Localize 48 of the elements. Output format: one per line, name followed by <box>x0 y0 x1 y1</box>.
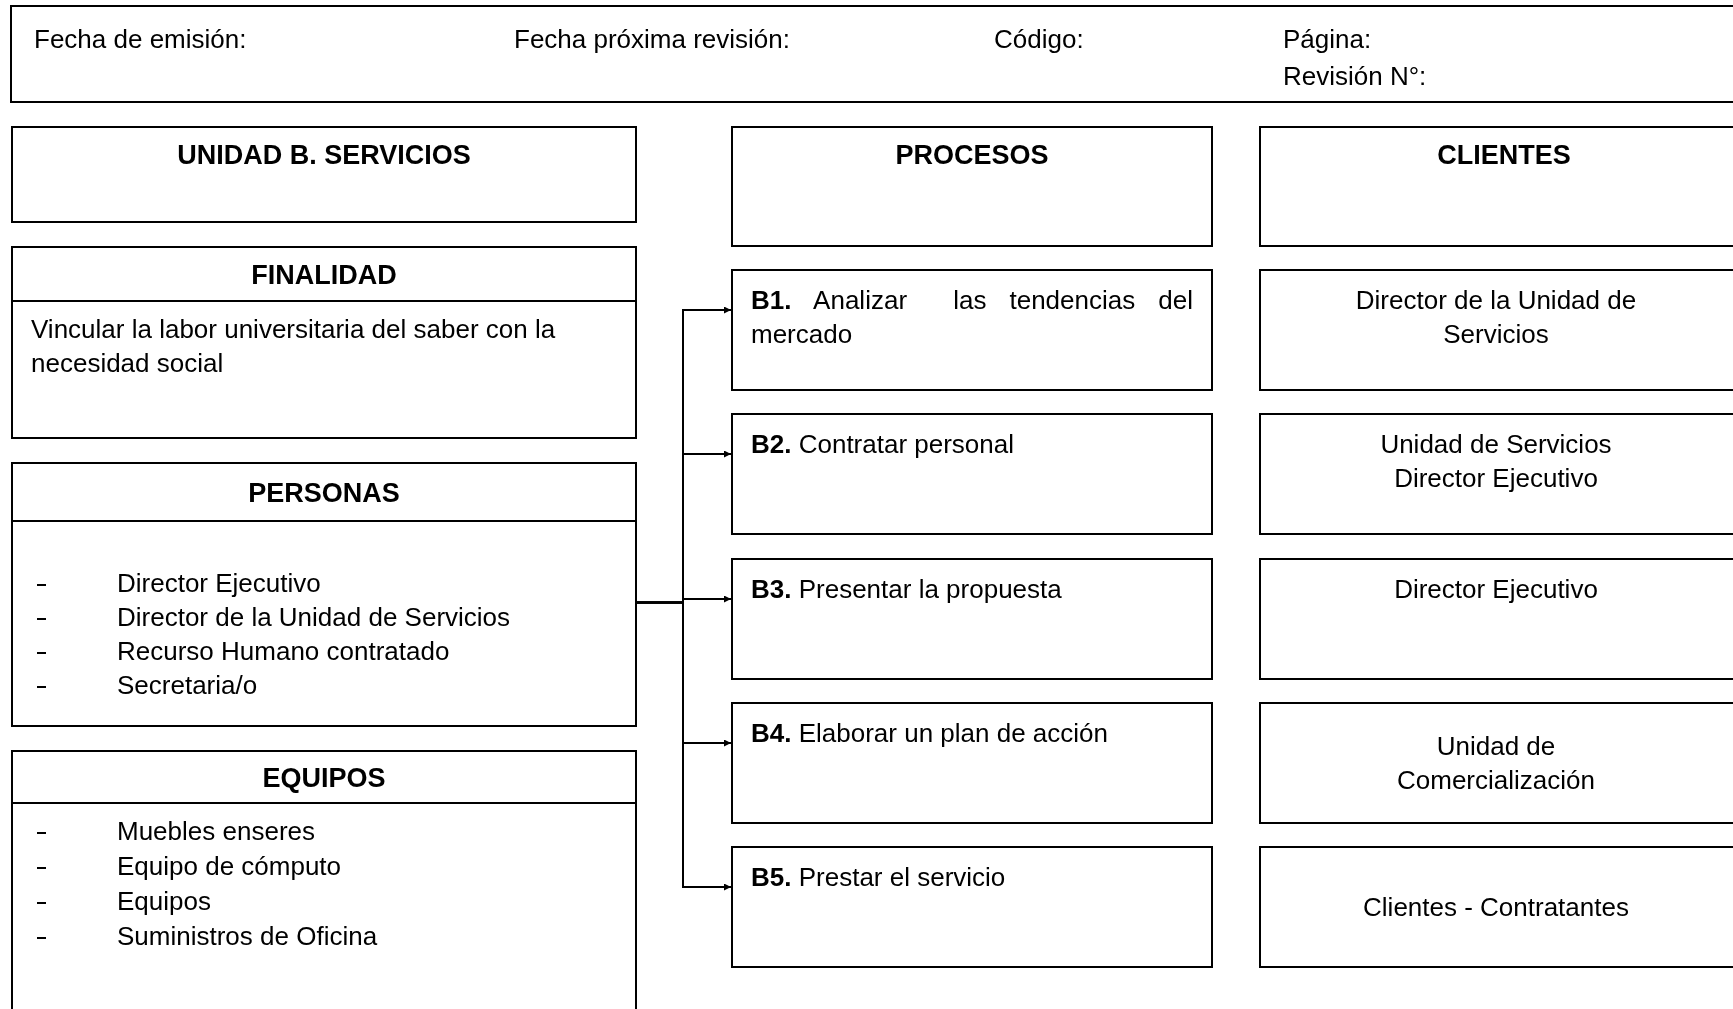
list-item: Director de la Unidad de Servicios <box>117 601 511 634</box>
column-heading: PROCESOS <box>894 139 1050 172</box>
process-box <box>731 269 1213 391</box>
column-header-box <box>731 126 1213 247</box>
column-heading: CLIENTES <box>1436 139 1572 172</box>
list-item: Muebles enseres <box>117 815 315 848</box>
process-text: B4. Elaborar un plan de acción <box>751 717 1109 750</box>
field-label: Revisión N°: <box>1283 60 1427 93</box>
client-text: Unidad de Servicios Director Ejecutivo <box>1379 428 1613 495</box>
list-item: Director Ejecutivo <box>117 567 321 600</box>
field-label: Código: <box>994 23 1084 56</box>
connector-arrow <box>636 601 732 891</box>
process-text: B3. Presentar la propuesta <box>751 573 1063 606</box>
list-item: Equipo de cómputo <box>117 850 342 883</box>
client-text: Director de la Unidad de Servicios <box>1354 284 1638 351</box>
section-box <box>11 750 637 1009</box>
process-text: B2. Contratar personal <box>751 428 1016 461</box>
header-box <box>10 5 1733 103</box>
process-box <box>731 558 1213 680</box>
client-text: Clientes - Contratantes <box>1362 891 1630 924</box>
process-box <box>731 413 1213 535</box>
client-text: Director Ejecutivo <box>1393 573 1599 606</box>
column-heading: UNIDAD B. SERVICIOS <box>176 139 472 172</box>
section-heading: PERSONAS <box>247 477 401 510</box>
field-label: Página: <box>1283 23 1372 56</box>
section-heading: EQUIPOS <box>261 762 387 795</box>
section-box <box>11 462 637 727</box>
field-label: Fecha de emisión: <box>34 23 247 56</box>
process-text: B1. Analizar las tendencias del mercado <box>751 284 1193 351</box>
process-text: B5. Prestar el servicio <box>751 861 1007 894</box>
title-box <box>11 126 637 223</box>
client-box <box>1259 269 1733 391</box>
list-item: Recurso Humano contratado <box>117 635 450 668</box>
client-box <box>1259 558 1733 680</box>
list-item: Secretaria/o <box>117 669 258 702</box>
client-text: Unidad de Comercialización <box>1396 730 1596 797</box>
description-text: Vincular la labor universitaria del saber con la necesidad social <box>31 313 557 380</box>
process-box <box>731 702 1213 824</box>
list-item: Equipos <box>117 885 211 918</box>
field-label: Fecha próxima revisión: <box>514 23 790 56</box>
list-item: Suministros de Oficina <box>117 920 378 953</box>
section-box <box>11 246 637 439</box>
client-box <box>1259 413 1733 535</box>
section-heading: FINALIDAD <box>250 259 398 292</box>
client-box <box>1259 702 1733 824</box>
column-header-box <box>1259 126 1733 247</box>
client-box <box>1259 846 1733 968</box>
process-box <box>731 846 1213 968</box>
